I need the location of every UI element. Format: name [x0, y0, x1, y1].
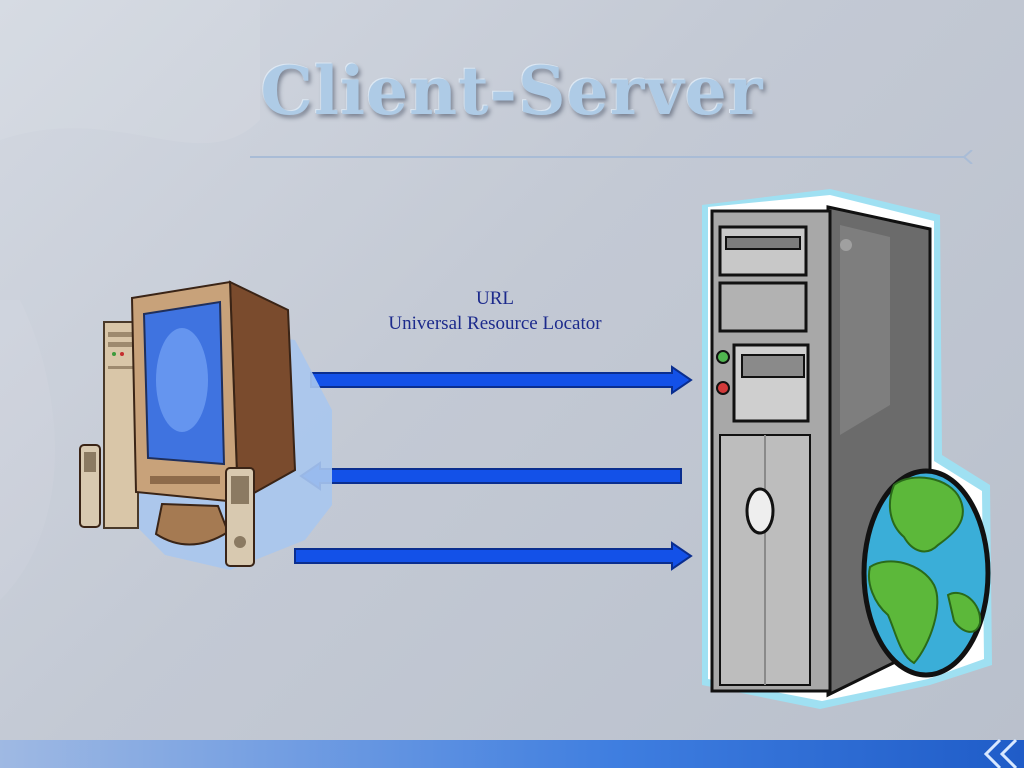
second-request-arrow — [294, 541, 693, 571]
response-arrow — [299, 461, 682, 491]
slide-title: Client-Server — [260, 52, 764, 130]
url-label-line1: URL — [476, 288, 514, 309]
title-underline — [250, 150, 973, 164]
globe-icon — [861, 468, 991, 678]
bottom-decoration-bar — [0, 738, 1024, 768]
url-label-line2: Universal Resource Locator — [388, 313, 602, 334]
desktop-computer-icon — [79, 280, 332, 570]
request-arrow — [310, 365, 693, 395]
url-label: URL Universal Resource Locator — [345, 286, 645, 336]
server-tower-icon — [702, 189, 992, 709]
